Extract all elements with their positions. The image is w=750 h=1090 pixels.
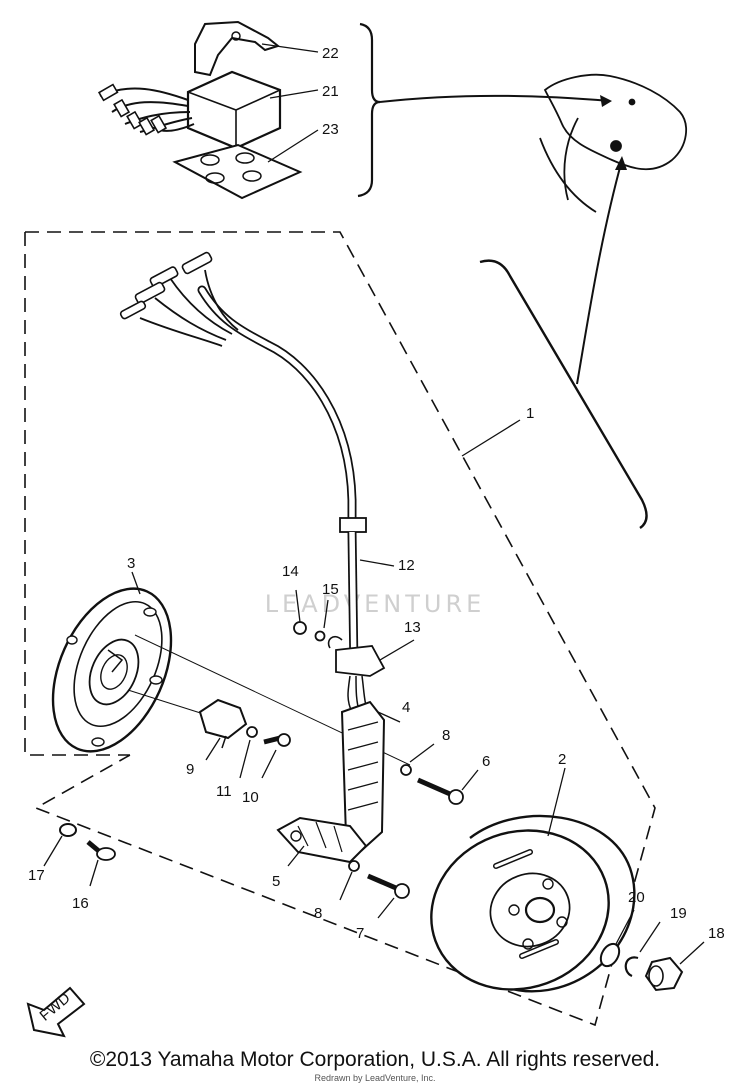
cdi-damper-plate xyxy=(172,143,303,200)
harness-grommet xyxy=(339,517,367,533)
part-label-8a: 8 xyxy=(442,727,450,744)
part-label-15: 15 xyxy=(322,581,339,598)
charging-coil-5 xyxy=(276,816,368,867)
part-label-8b: 8 xyxy=(314,905,322,922)
cdi-unit-group xyxy=(97,20,612,200)
generator-exploded-diagram: LEADVENTURE xyxy=(24,20,725,1038)
screw-6 xyxy=(416,769,479,805)
washer-11 xyxy=(246,726,258,738)
group-bracket xyxy=(357,22,381,198)
redrawn-credit: Redrawn by LeadVenture, Inc. xyxy=(314,1073,436,1083)
frame-location-sketch xyxy=(539,73,687,213)
part-label-14: 14 xyxy=(282,563,299,580)
part-label-3: 3 xyxy=(127,555,135,572)
part-label-20: 20 xyxy=(628,889,645,906)
washer-20 xyxy=(599,942,621,968)
part-label-19: 19 xyxy=(670,905,687,922)
part-label-10: 10 xyxy=(242,789,259,806)
mount-point-2 xyxy=(610,140,622,152)
screw-14 xyxy=(293,589,307,635)
part-label-4: 4 xyxy=(402,699,410,716)
part-label-1: 1 xyxy=(526,405,534,422)
stator-plate xyxy=(51,571,411,766)
screw-10 xyxy=(261,733,291,779)
part-label-6: 6 xyxy=(482,753,490,770)
part-label-9: 9 xyxy=(186,761,194,778)
pulser-coil xyxy=(198,698,248,761)
part-label-5: 5 xyxy=(272,873,280,890)
washer-8b xyxy=(348,860,360,872)
copyright-notice: ©2013 Yamaha Motor Corporation, U.S.A. A… xyxy=(89,1048,661,1071)
harness-clamp xyxy=(335,645,386,677)
part-label-11: 11 xyxy=(216,783,232,800)
part-label-2: 2 xyxy=(558,751,566,768)
cdi-wires xyxy=(99,87,195,133)
wire-harness xyxy=(119,251,386,715)
harness-connectors xyxy=(119,251,213,320)
watermark-text: LEADVENTURE xyxy=(265,590,486,618)
part-label-13: 13 xyxy=(404,619,421,636)
part-label-16: 16 xyxy=(72,895,89,912)
part-label-23: 23 xyxy=(322,121,339,138)
part-label-21: 21 xyxy=(322,83,339,100)
location-arrow-1 xyxy=(379,94,611,103)
lock-washer-19 xyxy=(624,956,639,978)
fwd-arrow-icon: FWD xyxy=(26,986,86,1038)
flywheel-rotor xyxy=(430,767,636,993)
part-label-7: 7 xyxy=(356,925,364,942)
mount-point-1 xyxy=(628,98,636,106)
part-label-18: 18 xyxy=(708,925,725,942)
washer-17 xyxy=(59,823,77,837)
location-arrow-2 xyxy=(576,159,623,385)
assembly-bracket xyxy=(479,259,648,529)
bolt-16 xyxy=(86,840,116,887)
part-labels: 1 2 3 4 5 6 7 8 8 9 10 11 12 13 14 15 16… xyxy=(28,45,725,942)
cdi-connectors xyxy=(97,83,168,136)
cdi-bracket xyxy=(194,20,281,77)
washer-8a xyxy=(400,764,412,776)
washer-15 xyxy=(314,599,329,642)
nut-18 xyxy=(644,941,705,992)
part-label-12: 12 xyxy=(398,557,415,574)
part-label-22: 22 xyxy=(322,45,339,62)
screw-7 xyxy=(367,873,410,919)
part-label-17: 17 xyxy=(28,867,45,884)
